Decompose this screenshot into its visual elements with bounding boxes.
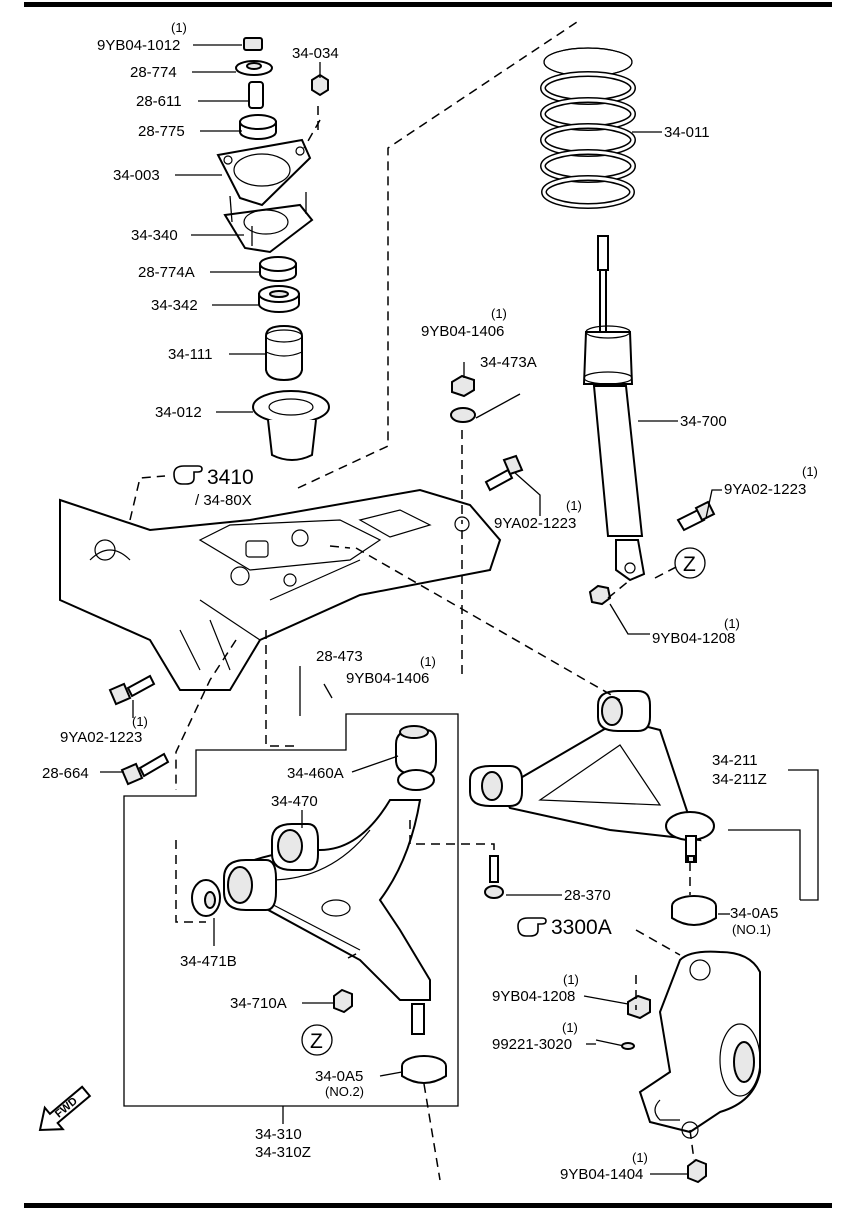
label-9YB04-1012: 9YB04-1012 — [97, 37, 180, 54]
label-34-710A: 34-710A — [230, 995, 287, 1012]
leader-lines — [100, 44, 730, 1175]
upper-control-arm — [469, 690, 715, 863]
label-9YA02-1223a: 9YA02-1223 — [724, 481, 806, 498]
view-z-circle-top — [674, 547, 706, 579]
label-34-003: 34-003 — [113, 167, 160, 184]
label-34-340: 34-340 — [131, 227, 178, 244]
label-34-011: 34-011 — [664, 124, 710, 141]
steering-knuckle — [484, 855, 761, 1184]
top-rule — [24, 2, 832, 7]
qty-9YB04-1404: (1) — [632, 1150, 648, 1165]
strut-mount-stack — [216, 37, 330, 461]
lower-control-arm — [191, 725, 447, 1084]
subframe-bolts — [108, 374, 524, 786]
subframe-crossmember — [59, 488, 502, 691]
label-34-0A5-no1-sub: (NO.1) — [732, 922, 771, 937]
label-34-342: 34-342 — [151, 297, 198, 314]
label-9YA02-1223c: 9YA02-1223 — [60, 729, 142, 746]
bottom-rule — [24, 1203, 832, 1208]
pointing-hand-icon — [173, 465, 203, 485]
qty-9YB04-1208a: (1) — [724, 616, 740, 631]
fwd-arrow-icon: FWD — [38, 1085, 92, 1132]
ref-3410: 3410 — [207, 466, 254, 489]
label-34-460A: 34-460A — [287, 765, 344, 782]
ref-3300A: 3300A — [551, 916, 612, 939]
view-z-circle-bottom — [301, 1024, 333, 1056]
label-9YA02-1223b: 9YA02-1223 — [494, 515, 576, 532]
label-34-0A5-no2-sub: (NO.2) — [325, 1084, 364, 1099]
qty-9YB04-1406a: (1) — [491, 306, 507, 321]
label-28-774: 28-774 — [130, 64, 177, 81]
shock-absorber — [582, 235, 716, 606]
label-34-310Z: 34-310Z — [255, 1144, 311, 1161]
assembly-dashed-lines — [129, 19, 695, 1181]
qty-9YA02-1223a: (1) — [802, 464, 818, 479]
ref-34-80X: / 34-80X — [195, 492, 252, 509]
label-28-775: 28-775 — [138, 123, 185, 140]
label-34-471B: 34-471B — [180, 953, 237, 970]
label-34-211: 34-211 — [712, 752, 758, 769]
label-9YB04-1406a: 9YB04-1406 — [421, 323, 504, 340]
label-34-700: 34-700 — [680, 413, 727, 430]
label-34-0A5-no2: 34-0A5 — [315, 1068, 363, 1085]
qty-99221-3020: (1) — [562, 1020, 578, 1035]
part-labels: (1) 9YB04-1012 28-774 28-611 28-775 34-0… — [42, 20, 818, 1183]
label-28-370: 28-370 — [564, 887, 611, 904]
label-28-664: 28-664 — [42, 765, 89, 782]
label-9YB04-1208a: 9YB04-1208 — [652, 630, 735, 647]
label-34-473A: 34-473A — [480, 354, 537, 371]
label-34-012: 34-012 — [155, 404, 202, 421]
coil-spring — [540, 47, 636, 209]
label-34-470: 34-470 — [271, 793, 318, 810]
label-34-211Z: 34-211Z — [712, 771, 767, 788]
qty-9YB04-1208b: (1) — [563, 972, 579, 987]
qty-9YA02-1223b: (1) — [566, 498, 582, 513]
label-99221-3020: 99221-3020 — [492, 1036, 572, 1053]
grouping-brackets — [123, 713, 819, 1124]
label-9YB04-1404: 9YB04-1404 — [560, 1166, 643, 1183]
label-9YB04-1406b: 9YB04-1406 — [346, 670, 429, 687]
label-34-310: 34-310 — [255, 1126, 302, 1143]
label-34-034: 34-034 — [292, 45, 339, 62]
view-z-label-top: Z — [683, 553, 696, 576]
label-34-111: 34-111 — [168, 346, 212, 363]
view-z-label-bottom: Z — [310, 1030, 323, 1053]
label-28-774A: 28-774A — [138, 264, 195, 281]
qty-9YB04-1012: (1) — [171, 20, 187, 35]
label-9YB04-1208b: 9YB04-1208 — [492, 988, 575, 1005]
label-34-0A5-no1: 34-0A5 — [730, 905, 778, 922]
pointing-hand-icon — [517, 917, 547, 937]
label-28-473: 28-473 — [316, 648, 363, 665]
qty-9YB04-1406b: (1) — [420, 654, 436, 669]
qty-9YA02-1223c: (1) — [132, 714, 148, 729]
label-28-611: 28-611 — [136, 93, 182, 110]
